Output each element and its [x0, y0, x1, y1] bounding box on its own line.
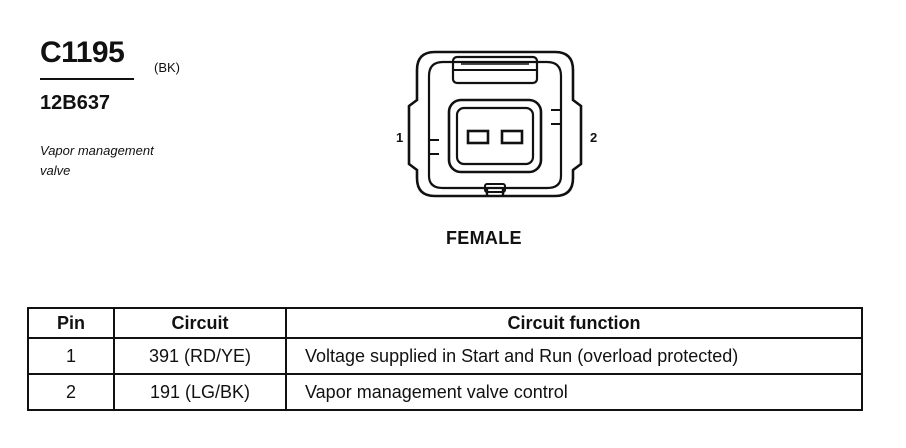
terminal-2	[500, 129, 524, 145]
cell-circuit: 391 (RD/YE)	[113, 337, 287, 375]
cell-circuit-function: Vapor management valve control	[285, 373, 863, 411]
terminal-1	[466, 129, 490, 145]
cell-pin: 2	[27, 373, 115, 411]
pin-1-label: 1	[396, 130, 404, 145]
title-underline	[40, 78, 134, 80]
description-line-1: Vapor management	[40, 143, 154, 158]
connector-gender-label: FEMALE	[446, 228, 522, 248]
terminal-cavity-block	[447, 98, 543, 174]
part-number: 12B637	[40, 92, 111, 114]
cell-pin: 1	[27, 337, 115, 375]
table-header-row: Pin Circuit Circuit function	[27, 307, 863, 339]
connector-inner-shell	[427, 60, 563, 190]
connector-color: (BK)	[154, 60, 180, 75]
connector-face-diagram	[407, 50, 583, 198]
pin-2-label: 2	[590, 130, 598, 145]
table-row: 2 191 (LG/BK) Vapor management valve con…	[27, 373, 863, 411]
table-row: 1 391 (RD/YE) Voltage supplied in Start …	[27, 337, 863, 375]
header-circuit: Circuit	[113, 307, 287, 339]
description-line-2: valve	[40, 163, 71, 178]
header-pin: Pin	[27, 307, 115, 339]
cell-circuit: 191 (LG/BK)	[113, 373, 287, 411]
connector-description: Vapor management valve	[40, 141, 200, 181]
cell-circuit-function: Voltage supplied in Start and Run (overl…	[285, 337, 863, 375]
pinout-table: Pin Circuit Circuit function 1 391 (RD/Y…	[27, 307, 863, 411]
header-circuit-function: Circuit function	[285, 307, 863, 339]
connector-outer-shell	[407, 50, 583, 198]
connector-id: C1195	[40, 36, 125, 69]
